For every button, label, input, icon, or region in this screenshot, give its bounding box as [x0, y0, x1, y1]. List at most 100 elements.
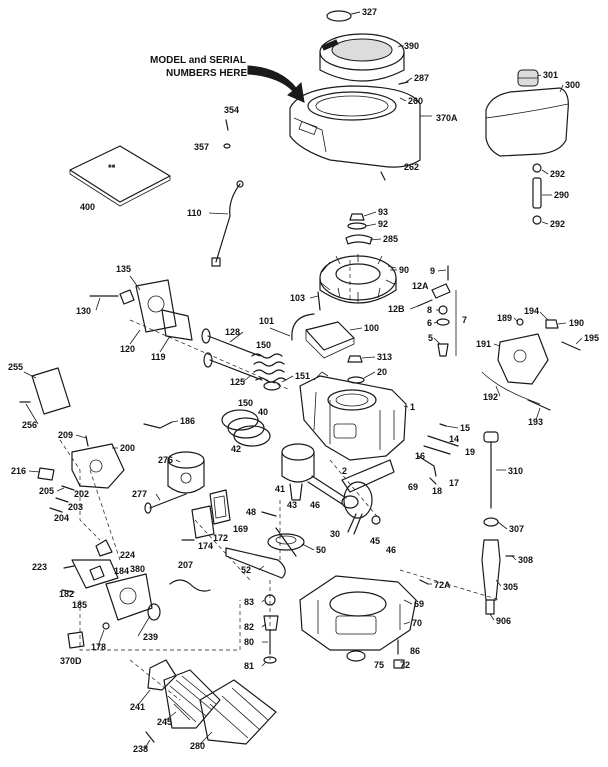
part-390-rewind-starter — [319, 33, 405, 82]
label-310: 310 — [508, 466, 523, 476]
part-178-clip — [102, 622, 110, 630]
part-169-gasket — [209, 489, 231, 525]
label-150-top: 150 — [256, 340, 271, 350]
label-72A: 72A — [434, 580, 451, 590]
part-52-lever — [225, 547, 286, 579]
part-100-armature — [291, 291, 355, 359]
label-216: 216 — [11, 466, 26, 476]
label-135: 135 — [116, 264, 131, 274]
part-245-air-filter — [145, 659, 277, 745]
label-80: 80 — [244, 637, 254, 647]
label-20: 20 — [377, 367, 387, 377]
part-186-link — [143, 421, 173, 429]
label-195: 195 — [584, 333, 599, 343]
part-120-plate — [89, 279, 193, 341]
part-200-carburetor — [37, 435, 125, 513]
label-203: 203 — [68, 502, 83, 512]
label-41: 41 — [275, 484, 285, 494]
label-906: 906 — [496, 616, 511, 626]
label-86: 86 — [410, 646, 420, 656]
label-172: 172 — [213, 533, 228, 543]
label-2: 2 — [342, 466, 347, 476]
part-400-sheet: ■■ — [69, 145, 171, 207]
label-260: 260 — [408, 96, 423, 106]
part-70-oil-sump — [299, 575, 417, 651]
label-12B: 12B — [388, 304, 405, 314]
part-370A-blower-housing — [289, 85, 432, 168]
label-8: 8 — [427, 305, 432, 315]
label-42: 42 — [231, 444, 241, 454]
assembly-guide-lines — [59, 260, 501, 701]
label-17: 17 — [449, 478, 459, 488]
label-125: 125 — [230, 377, 245, 387]
label-223: 223 — [32, 562, 47, 572]
part-354-357 — [223, 119, 231, 149]
label-308: 308 — [518, 555, 533, 565]
label-245: 245 — [157, 717, 172, 727]
part-50-camshaft — [267, 527, 305, 557]
label-174: 174 — [198, 541, 213, 551]
label-83: 83 — [244, 597, 254, 607]
part-42-piston-rings — [221, 409, 271, 447]
label-128: 128 — [225, 327, 240, 337]
label-200: 200 — [120, 443, 135, 453]
part-239-ring — [147, 603, 161, 621]
label-285: 285 — [383, 234, 398, 244]
label-224: 224 — [120, 550, 135, 560]
label-305: 305 — [503, 582, 518, 592]
label-5: 5 — [428, 333, 433, 343]
label-184: 184 — [114, 566, 129, 576]
label-370D: 370D — [60, 656, 82, 666]
label-30: 30 — [330, 529, 340, 539]
label-130: 130 — [76, 306, 91, 316]
label-70: 70 — [412, 618, 422, 628]
label-9: 9 — [430, 266, 435, 276]
label-16: 16 — [415, 451, 425, 461]
label-191: 191 — [476, 339, 491, 349]
label-277: 277 — [132, 489, 147, 499]
label-75: 75 — [374, 660, 384, 670]
label-390: 390 — [404, 41, 419, 51]
label-45: 45 — [370, 536, 380, 546]
part-128-valve — [201, 328, 263, 381]
part-90-flywheel — [319, 254, 397, 304]
annotation-line2: NUMBERS HERE — [166, 68, 247, 79]
label-204: 204 — [54, 513, 69, 523]
label-69-bottom: 69 — [414, 599, 424, 609]
svg-text:■■: ■■ — [108, 164, 116, 170]
part-262-screw — [380, 171, 386, 181]
part-72A-screw — [346, 579, 429, 669]
label-81: 81 — [244, 661, 254, 671]
label-43: 43 — [287, 500, 297, 510]
label-292-top: 292 — [550, 169, 565, 179]
label-354: 354 — [224, 105, 239, 115]
part-110-wire — [211, 180, 244, 267]
label-241: 241 — [130, 702, 145, 712]
part-80-shaft — [263, 594, 279, 664]
label-100: 100 — [364, 323, 379, 333]
label-19: 19 — [465, 447, 475, 457]
label-119: 119 — [151, 352, 166, 362]
label-238: 238 — [133, 744, 148, 754]
label-110: 110 — [187, 208, 202, 218]
label-370A: 370A — [436, 113, 458, 123]
part-48-screw — [261, 511, 277, 517]
label-400: 400 — [80, 202, 95, 212]
label-186: 186 — [180, 416, 195, 426]
label-46-cam: 46 — [386, 545, 396, 555]
part-number-labels: 327 390 287 301 300 260 370A 354 357 400… — [8, 7, 599, 754]
label-40: 40 — [258, 407, 268, 417]
label-292-bottom: 292 — [550, 219, 565, 229]
part-313-nut — [347, 355, 365, 384]
label-185: 185 — [72, 600, 87, 610]
label-301: 301 — [543, 70, 558, 80]
label-7: 7 — [462, 315, 467, 325]
part-327-cap — [326, 10, 361, 22]
label-207: 207 — [178, 560, 193, 570]
label-192: 192 — [483, 392, 498, 402]
label-290: 290 — [554, 190, 569, 200]
part-380-carburetor — [61, 539, 211, 621]
label-178: 178 — [91, 642, 106, 652]
